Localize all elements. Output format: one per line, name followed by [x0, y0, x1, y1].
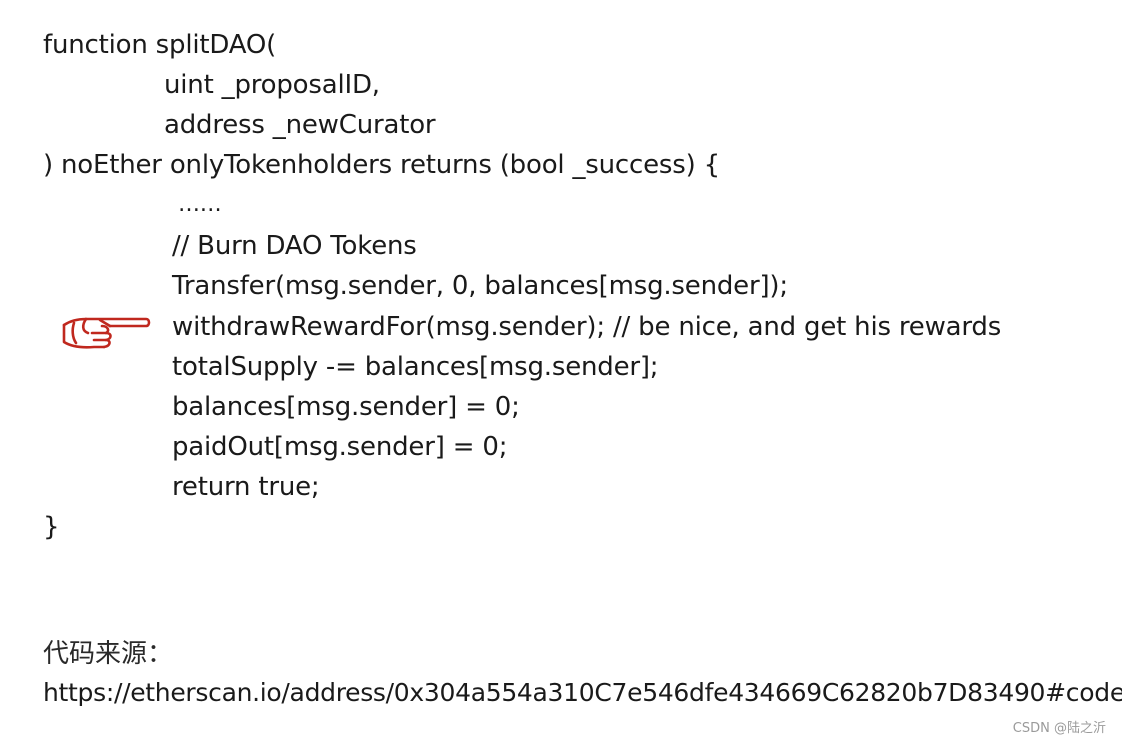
code-line-modifiers: ) noEther onlyTokenholders returns (bool… [43, 150, 720, 180]
code-line-withdraw-reward: withdrawRewardFor(msg.sender); // be nic… [172, 312, 1002, 342]
code-line-transfer: Transfer(msg.sender, 0, balances[msg.sen… [172, 271, 788, 301]
pointing-hand-icon [62, 317, 151, 349]
code-line-return: return true; [172, 472, 320, 502]
source-url: https://etherscan.io/address/0x304a554a3… [43, 678, 1122, 707]
code-block: function splitDAO( uint _proposalID, add… [43, 30, 1002, 542]
code-line-param-proposal-id: uint _proposalID, [164, 70, 380, 100]
source-block: 代码来源： https://etherscan.io/address/0x304… [0, 630, 1122, 720]
code-line-ellipsis: …… [178, 192, 222, 217]
code-line-function-signature: function splitDAO( [43, 30, 277, 60]
source-label: 代码来源： [43, 639, 174, 669]
watermark: CSDN @陆之沂 [1012, 721, 1106, 736]
code-line-paidout-reset: paidOut[msg.sender] = 0; [172, 432, 508, 462]
code-line-closing-brace: } [43, 512, 60, 542]
code-line-balances-reset: balances[msg.sender] = 0; [172, 392, 520, 422]
code-line-total-supply: totalSupply -= balances[msg.sender]; [172, 352, 659, 382]
code-line-param-new-curator: address _newCurator [164, 110, 436, 140]
code-line-comment-burn: // Burn DAO Tokens [172, 231, 417, 261]
